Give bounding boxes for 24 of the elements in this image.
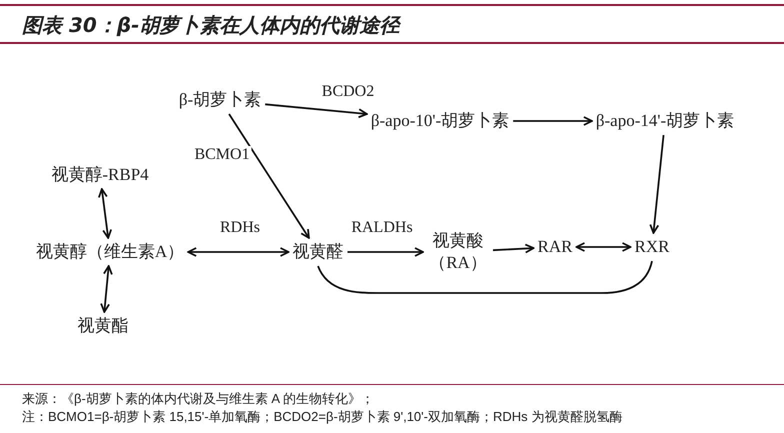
title: 图表 30：β-胡萝卜素在人体内的代谢途径 — [22, 12, 400, 39]
arrow — [228, 114, 310, 239]
footnote: 注：BCMO1=β-胡萝卜素 15,15'-单加氧酶；BCDO2=β-胡萝卜素 9',10'-双加氧酶；RDHs 为视黄醛脱氢酶 — [22, 408, 622, 426]
connector-line — [317, 260, 653, 294]
arrow — [100, 265, 113, 313]
node-label: 视黄酸（RA） — [427, 230, 489, 274]
arrow — [187, 247, 290, 257]
arrow — [513, 116, 593, 126]
node-label: 视黄醇-RBP4 — [51, 164, 149, 186]
arrow — [649, 134, 664, 234]
node-label: β-胡萝卜素 — [178, 88, 262, 112]
node-label: β-apo-14'-胡萝卜素 — [596, 110, 734, 132]
node-label: 视黄醇（维生素A） — [36, 240, 184, 264]
node-label: β-apo-10'-胡萝卜素 — [370, 110, 510, 132]
arrow — [98, 188, 112, 239]
node-label: RXR — [634, 236, 670, 258]
node-label: RAR — [538, 236, 572, 258]
source-note: 来源：《β-胡萝卜素的体内代谢及与维生素 A 的生物转化》； — [22, 390, 374, 408]
arrow — [265, 103, 368, 118]
arrow — [348, 247, 424, 257]
node-label: 视黄醛 — [292, 240, 344, 264]
node-label: 视黄酯 — [78, 314, 128, 338]
arrow — [492, 244, 534, 254]
arrow — [576, 242, 632, 252]
